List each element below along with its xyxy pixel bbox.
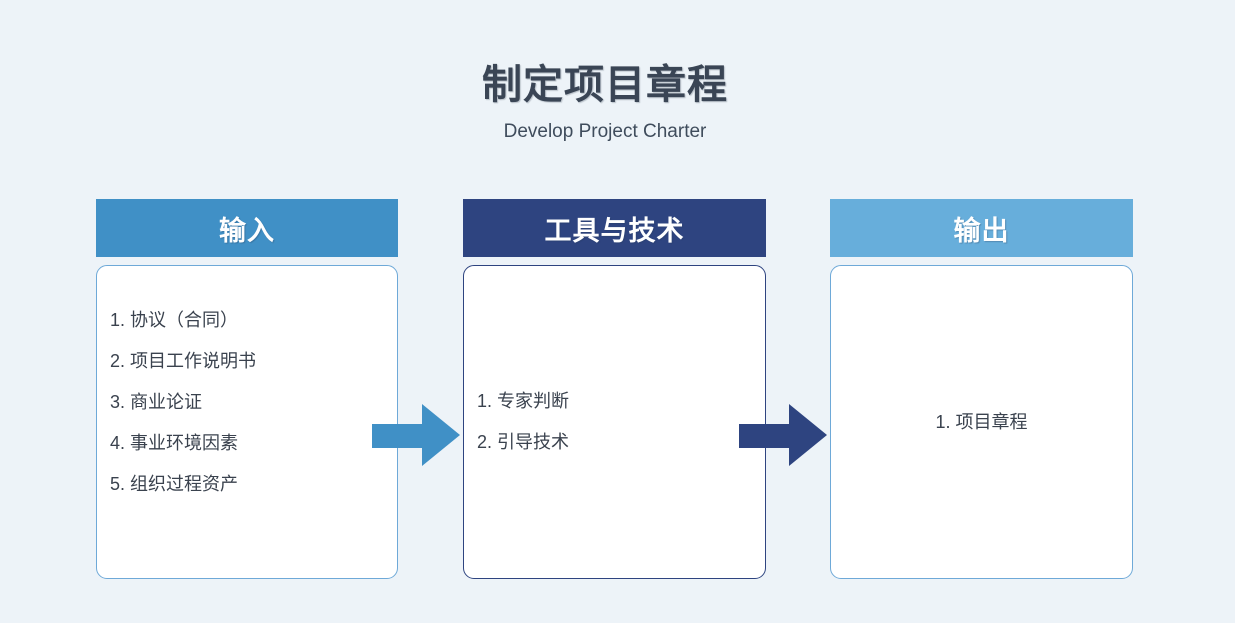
list-item: 1. 专家判断: [477, 391, 570, 411]
output-items-box: 1. 项目章程: [830, 265, 1133, 579]
page-title: 制定项目章程: [482, 63, 728, 107]
list-item: 2. 项目工作说明书: [110, 351, 257, 371]
list-item: 5. 组织过程资产: [110, 474, 239, 494]
arrow-right-icon: [739, 404, 827, 466]
list-item: 1. 项目章程: [935, 411, 1028, 432]
input-items-box: 1. 协议（合同） 2. 项目工作说明书 3. 商业论证 4. 事业环境因素 5…: [96, 265, 398, 579]
page-subtitle: Develop Project Charter: [503, 121, 707, 142]
tools-column-header: 工具与技术: [463, 199, 766, 257]
input-column: 输入 1. 协议（合同） 2. 项目工作说明书 3. 商业论证 4. 事业环境因…: [96, 199, 398, 579]
list-item: 2. 引导技术: [477, 432, 570, 452]
title-block: 制定项目章程 Develop Project Charter: [0, 0, 1210, 143]
output-column-header: 输出: [830, 199, 1133, 257]
tools-items-box: 1. 专家判断 2. 引导技术: [463, 265, 766, 579]
list-item: 4. 事业环境因素: [110, 433, 239, 453]
arrow-right-shape: [372, 404, 460, 466]
arrow-right-shape: [739, 404, 827, 466]
tools-column: 工具与技术 1. 专家判断 2. 引导技术: [463, 199, 766, 579]
output-column: 输出 1. 项目章程: [830, 199, 1133, 579]
list-item: 3. 商业论证: [110, 392, 203, 412]
list-item: 1. 协议（合同）: [110, 310, 239, 330]
input-column-header: 输入: [96, 199, 398, 257]
arrow-right-icon: [372, 404, 460, 466]
